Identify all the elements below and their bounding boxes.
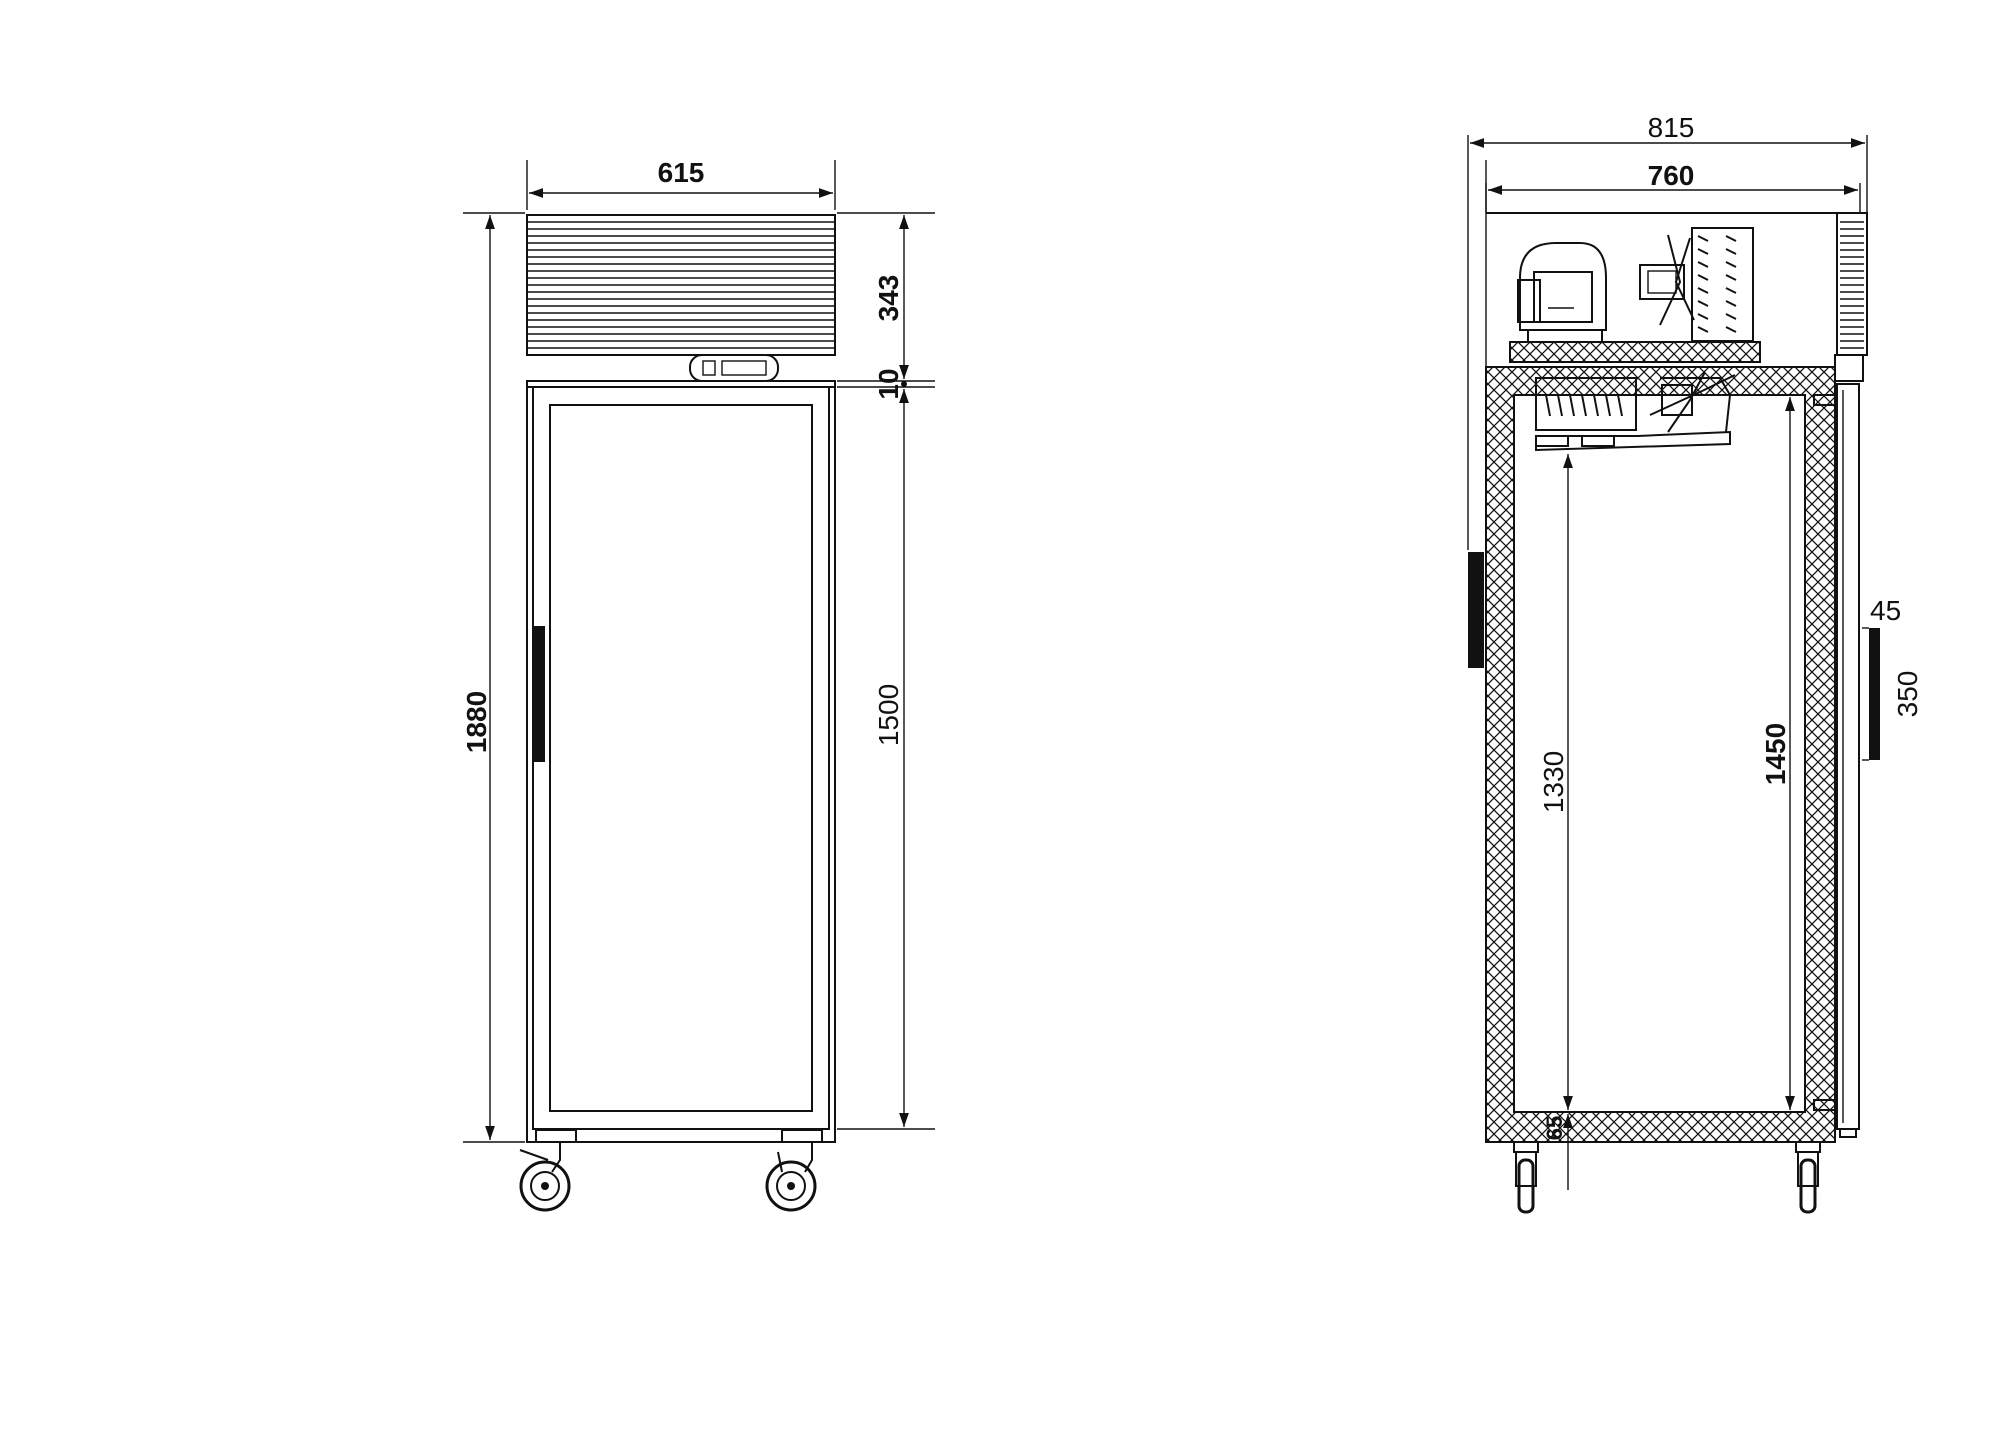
front-top-unit-label: 343	[873, 275, 904, 322]
louvre-line	[1725, 326, 1737, 333]
front-width-label: 615	[658, 157, 705, 188]
louvre-line	[1725, 274, 1737, 281]
evaporator-fan	[1649, 371, 1736, 433]
front-caster-right	[765, 1129, 823, 1212]
louvre-line	[1697, 261, 1709, 268]
louvre-line	[1697, 287, 1709, 294]
controller-display	[689, 354, 779, 382]
louvre-line	[1545, 394, 1551, 417]
louvre-line	[1617, 394, 1623, 417]
condenser-coil	[1691, 227, 1754, 342]
side-handle-length-label: 350	[1892, 671, 1923, 718]
side-base-label: 65	[1542, 1116, 1567, 1140]
front-louvres	[527, 221, 835, 349]
side-clear-height-label: 1450	[1760, 723, 1791, 785]
front-door	[532, 386, 830, 1130]
side-body-depth-label: 760	[1648, 160, 1695, 191]
side-base-dimension: 65	[1542, 1114, 1573, 1190]
louvre-line	[1593, 394, 1599, 417]
side-caster-front	[1795, 1141, 1821, 1214]
side-body-depth-dimension: 760	[1485, 160, 1861, 213]
front-view: 615 1880 343 10 1500	[461, 157, 935, 1212]
front-door-glass	[549, 404, 813, 1112]
front-total-height-dimension: 1880	[461, 212, 525, 1143]
louvre-line	[1605, 394, 1611, 417]
louvre-line	[1557, 394, 1563, 417]
front-right-dimensions: 343 10 1500	[837, 212, 935, 1130]
side-view: 815 760 1330 65 1450 45 350	[1467, 112, 1923, 1214]
louvre-line	[1725, 287, 1737, 294]
side-top-louvres	[1840, 221, 1864, 349]
side-door-profile	[1813, 383, 1860, 1138]
side-overall-depth-dimension: 815	[1467, 112, 1868, 550]
louvre-line	[1725, 261, 1737, 268]
front-gap-label: 10	[873, 368, 904, 399]
front-door-handle	[534, 626, 545, 762]
louvre-line	[1725, 235, 1737, 242]
compressor	[1517, 242, 1607, 343]
condenser-fan	[1639, 234, 1695, 326]
louvre-line	[1725, 300, 1737, 307]
louvre-line	[1697, 274, 1709, 281]
side-top-plate	[1509, 341, 1761, 363]
side-caster-rear	[1513, 1141, 1539, 1214]
side-overall-depth-label: 815	[1648, 112, 1695, 143]
louvre-line	[1697, 235, 1709, 242]
side-rear-plate	[1468, 552, 1484, 668]
side-insulated-walls	[1485, 366, 1836, 1143]
louvre-line	[1725, 313, 1737, 320]
side-handle-offset-label: 45	[1870, 595, 1901, 626]
front-width-dimension: 615	[526, 157, 836, 210]
evaporator	[1535, 377, 1731, 452]
side-door-handle	[1869, 628, 1880, 760]
louvre-line	[1697, 313, 1709, 320]
side-interior-height-dimension: 1330	[1538, 454, 1573, 1110]
louvre-line	[1581, 394, 1587, 417]
front-door-height-label: 1500	[873, 684, 904, 746]
louvre-line	[1697, 326, 1709, 333]
louvre-line	[1725, 248, 1737, 255]
front-cabinet	[526, 386, 836, 1143]
side-interior-height-label: 1330	[1538, 751, 1569, 813]
front-caster-left	[519, 1129, 577, 1212]
louvre-line	[1697, 248, 1709, 255]
side-clear-height-dimension: 1450	[1760, 397, 1795, 1110]
front-total-height-label: 1880	[461, 691, 492, 753]
louvre-line	[1569, 394, 1575, 417]
louvre-line	[1697, 300, 1709, 307]
